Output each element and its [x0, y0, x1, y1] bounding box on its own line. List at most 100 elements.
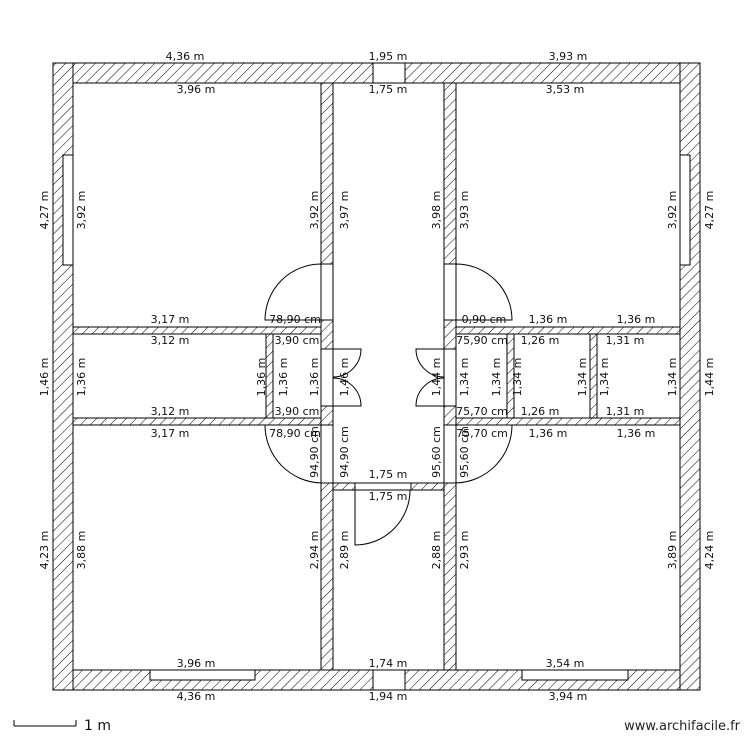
dimension-label: 4,27 m — [38, 191, 51, 230]
door-gap-bl — [320, 424, 334, 484]
dimension-label: 1,36 m — [308, 358, 321, 397]
dimension-label: 3,88 m — [75, 531, 88, 570]
dimension-label: 1,46 m — [338, 358, 351, 397]
dimension-label: 75,70 cm — [456, 427, 508, 440]
corridor-door-gap-left — [320, 348, 334, 407]
dimension-label: 3,17 m — [151, 427, 190, 440]
dimension-label: 78,90 cm — [269, 313, 321, 326]
dimension-label: 3,98 m — [430, 191, 443, 230]
dimension-label: 1,36 m — [529, 427, 568, 440]
dimension-label: 1,36 m — [75, 358, 88, 397]
dimension-label: 75,90 cm — [456, 334, 508, 347]
dimension-label: 4,27 m — [703, 191, 716, 230]
dimension-label: 1,34 m — [511, 358, 524, 397]
dimension-label: 1,36 m — [277, 358, 290, 397]
dimension-label: 1,34 m — [598, 358, 611, 397]
dimension-label: 1,75 m — [369, 83, 408, 96]
dimension-label: 94,90 cm — [338, 426, 351, 478]
dimension-label: 1,34 m — [458, 358, 471, 397]
dimension-label: 4,36 m — [177, 690, 216, 703]
window-bottom-right — [521, 669, 629, 681]
dimension-label: 1,26 m — [521, 334, 560, 347]
dimension-label: 3,12 m — [151, 405, 190, 418]
dimension-label: 1,74 m — [369, 657, 408, 670]
dimension-label: 1,75 m — [369, 468, 408, 481]
window-left — [62, 154, 74, 266]
door-swing-corridor-left-a — [332, 348, 362, 378]
dimension-label: 2,88 m — [430, 531, 443, 570]
openings — [62, 62, 691, 691]
dimension-label: 1,44 m — [430, 358, 443, 397]
dimension-label: 3,92 m — [666, 191, 679, 230]
wall-right-upper — [455, 326, 681, 335]
dimension-labels: 4,36 m 1,95 m 3,93 m 3,96 m 1,75 m 3,53 m 4,27… — [38, 50, 716, 703]
dimension-label: 1,31 m — [606, 334, 645, 347]
dimension-label: 95,60 cm — [458, 426, 471, 478]
dimension-label: 3,96 m — [177, 83, 216, 96]
door-gap-tr — [443, 263, 457, 321]
closet-wall-left — [265, 333, 274, 419]
door-bottom — [372, 669, 406, 691]
wall-left-lower — [72, 417, 322, 426]
door-swing-corridor-bottom — [354, 489, 411, 546]
window-top — [372, 62, 406, 84]
dimension-label: 78,90 cm — [269, 427, 321, 440]
dimension-label: 3,17 m — [151, 313, 190, 326]
dimension-label: 3,90 cm — [275, 334, 320, 347]
dimension-label: 1,34 m — [576, 358, 589, 397]
window-right — [679, 154, 691, 266]
dimension-label: 3,93 m — [549, 50, 588, 63]
closet-wall-right-b — [589, 333, 598, 419]
dimension-label: 3,53 m — [546, 83, 585, 96]
wall-right-lower — [455, 417, 681, 426]
corridor-door-gap-right — [443, 348, 457, 407]
door-gap-tl — [320, 263, 334, 321]
dimension-label: 1,36 m — [617, 427, 656, 440]
dimension-label: 1,94 m — [369, 690, 408, 703]
dimension-label: 1,36 m — [529, 313, 568, 326]
dimension-label: 1,95 m — [369, 50, 408, 63]
window-bottom-left — [149, 669, 256, 681]
dimension-label: 3,54 m — [546, 657, 585, 670]
dimension-label: 4,23 m — [38, 531, 51, 570]
dimension-label: 94,90 cm — [308, 426, 321, 478]
dimension-label: 3,97 m — [338, 191, 351, 230]
door-swing-corridor-right-b — [415, 377, 445, 407]
dimension-label: 3,93 m — [458, 191, 471, 230]
walls — [52, 62, 701, 691]
dimension-label: 1,36 m — [617, 313, 656, 326]
dimension-label: 1,46 m — [38, 358, 51, 397]
door-swing-bottom-right — [455, 424, 513, 484]
dimension-label: 3,96 m — [177, 657, 216, 670]
dimension-label: 1,75 m — [369, 490, 408, 503]
door-swing-top-right — [455, 263, 513, 321]
door-swing-corridor-right-a — [415, 348, 445, 378]
dimension-label: 2,89 m — [338, 531, 351, 570]
door-swing-top-left — [264, 263, 322, 321]
dimension-label: 1,34 m — [666, 358, 679, 397]
scale-label: 1 m — [84, 718, 111, 734]
dimension-label: 2,94 m — [308, 531, 321, 570]
dimension-label: 75,70 cm — [456, 405, 508, 418]
dimension-label: 3,92 m — [308, 191, 321, 230]
dimension-label: 3,92 m — [75, 191, 88, 230]
dimension-label: 4,24 m — [703, 531, 716, 570]
dimension-label: 3,12 m — [151, 334, 190, 347]
dimension-label: 2,93 m — [458, 531, 471, 570]
dimension-label: 4,36 m — [166, 50, 205, 63]
dimension-label: 1,26 m — [521, 405, 560, 418]
dimension-label: 1,31 m — [606, 405, 645, 418]
door-swing-corridor-left-b — [332, 377, 362, 407]
doors — [264, 263, 513, 546]
dimension-label: 1,44 m — [703, 358, 716, 397]
door-swing-bottom-left — [264, 424, 322, 484]
credit-watermark: www.archifacile.fr — [624, 719, 740, 734]
closet-wall-right-a — [506, 333, 515, 419]
wall-left-upper — [72, 326, 322, 335]
scale-bar: 1 m — [13, 718, 111, 734]
dimension-label: 95,60 cm — [430, 426, 443, 478]
dimension-label: 0,90 cm — [462, 313, 507, 326]
dimension-label: 3,90 cm — [275, 405, 320, 418]
dimension-label: 3,89 m — [666, 531, 679, 570]
